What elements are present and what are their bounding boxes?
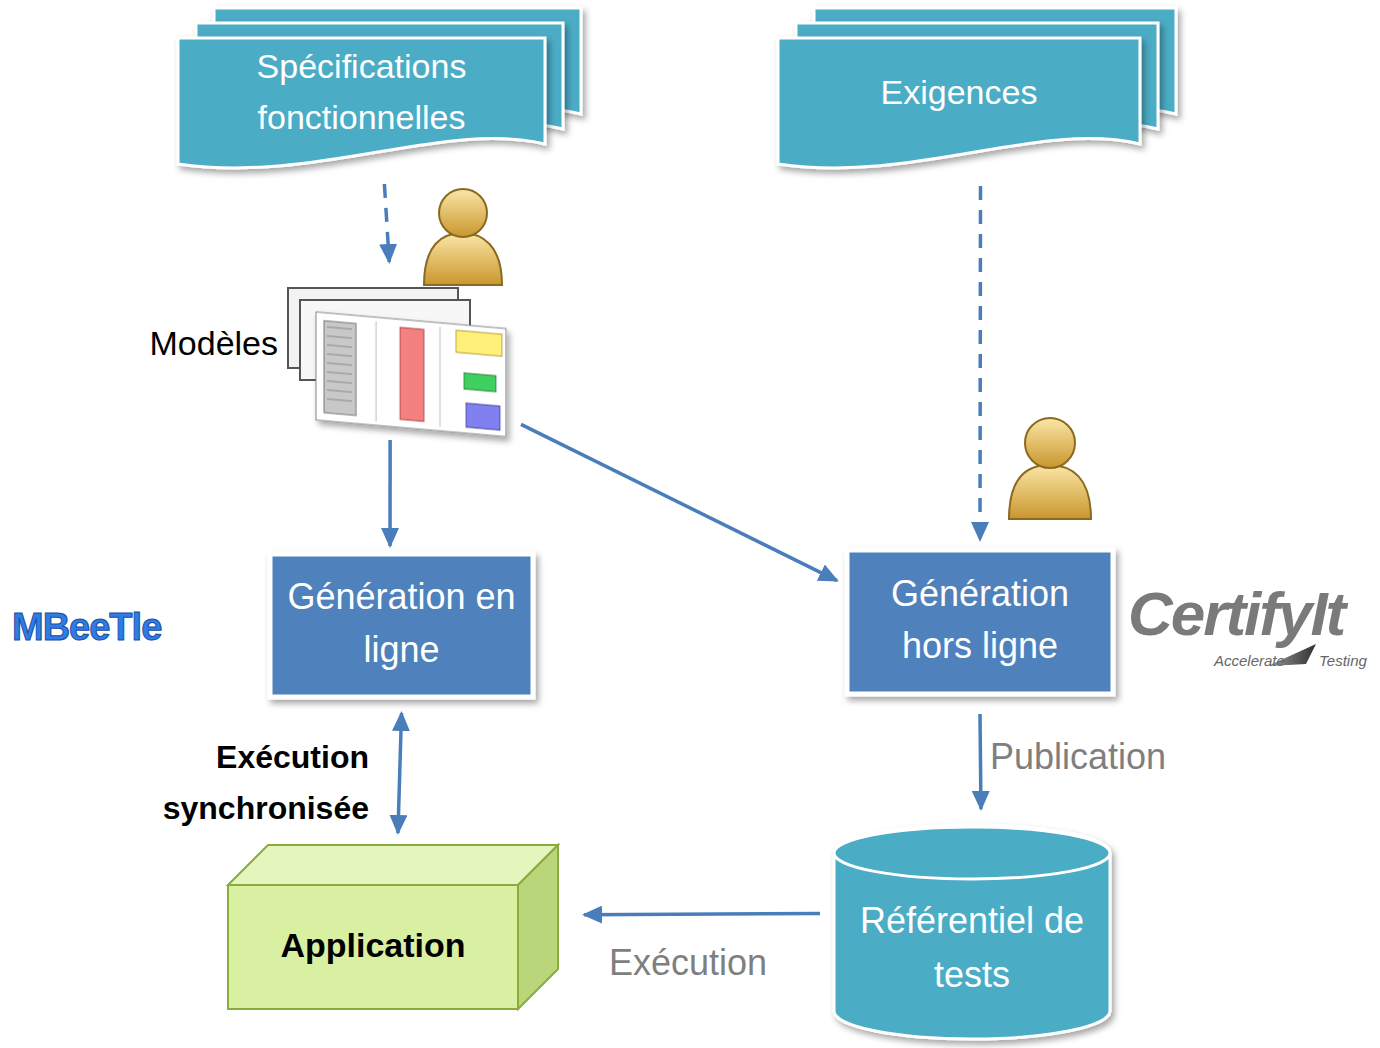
document-stack: Spécifications fonctionnelles (178, 8, 608, 170)
edge-label: Exécution synchronisée (98, 732, 372, 834)
process-box: Génération hors ligne (845, 548, 1115, 696)
flow-arrow (521, 424, 837, 580)
node-label: Génération en ligne (268, 552, 535, 695)
process-box: Génération en ligne (268, 552, 535, 699)
node-label: Exigences (778, 38, 1140, 146)
dashed-arrow (978, 186, 982, 540)
model-screenshot: Modèles (288, 268, 513, 438)
application-cube: Application (228, 845, 558, 1009)
process-box-outline (268, 552, 535, 699)
person-icon (424, 189, 502, 285)
flow-arrow (398, 713, 402, 833)
process-box-outline (845, 548, 1115, 696)
flow-arrow (978, 714, 982, 809)
dashed-arrow (384, 184, 389, 262)
tool-logo: MBeeTle (12, 606, 161, 649)
document-stack-outline (178, 8, 608, 170)
node-label: Spécifications fonctionnelles (178, 38, 545, 146)
flow-arrow (388, 440, 392, 546)
node-label: Application (228, 885, 518, 1005)
edge-label: Publication (987, 736, 1213, 778)
logo-tagline: Accelerate (1214, 652, 1285, 669)
person-icon (1009, 418, 1091, 519)
tool-logo: CertifyIt (1128, 578, 1344, 649)
edge-label: Exécution (606, 942, 802, 984)
repository-cylinder: Référentiel de tests (832, 825, 1112, 1041)
model-screenshot-outline (288, 268, 513, 438)
flow-arrow (584, 914, 820, 915)
node-label: Modèles (103, 318, 278, 369)
logo-tagline: Testing (1319, 652, 1367, 669)
node-label: Référentiel de tests (852, 883, 1092, 1013)
node-label: Génération hors ligne (845, 548, 1115, 692)
document-stack: Exigences (778, 8, 1183, 170)
